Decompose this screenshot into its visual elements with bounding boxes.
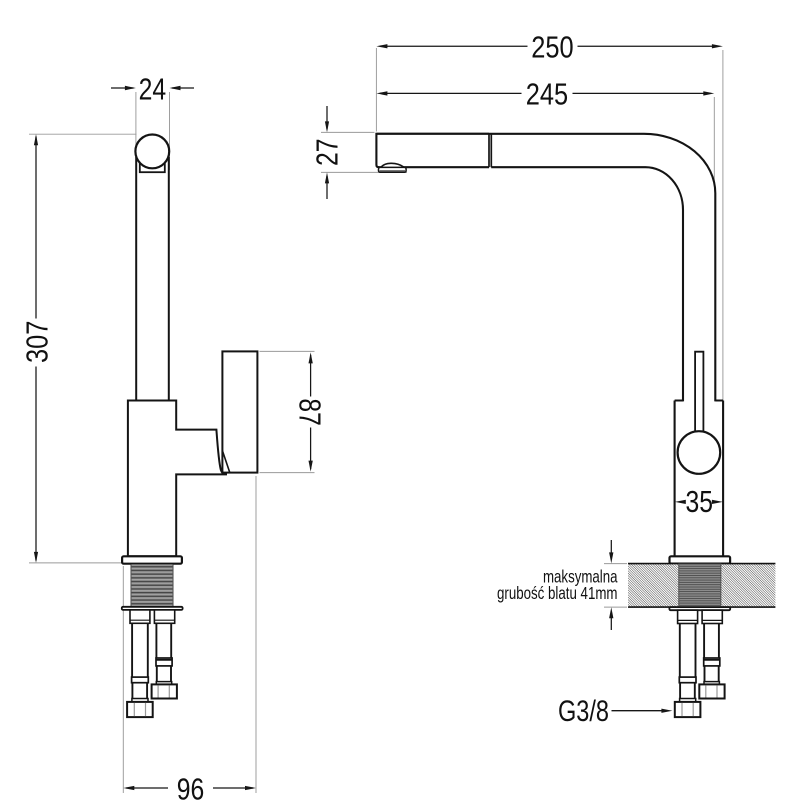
svg-text:96: 96 bbox=[177, 771, 205, 800]
svg-text:24: 24 bbox=[139, 71, 167, 106]
svg-text:87: 87 bbox=[292, 398, 327, 426]
svg-text:245: 245 bbox=[526, 77, 568, 112]
svg-text:maksymalna: maksymalna bbox=[543, 566, 618, 586]
svg-text:307: 307 bbox=[19, 321, 54, 363]
svg-text:grubość blatu 41mm: grubość blatu 41mm bbox=[497, 583, 618, 603]
svg-text:27: 27 bbox=[309, 139, 344, 167]
svg-text:G3/8: G3/8 bbox=[558, 695, 609, 728]
svg-text:35: 35 bbox=[686, 484, 714, 519]
svg-text:250: 250 bbox=[531, 30, 573, 65]
